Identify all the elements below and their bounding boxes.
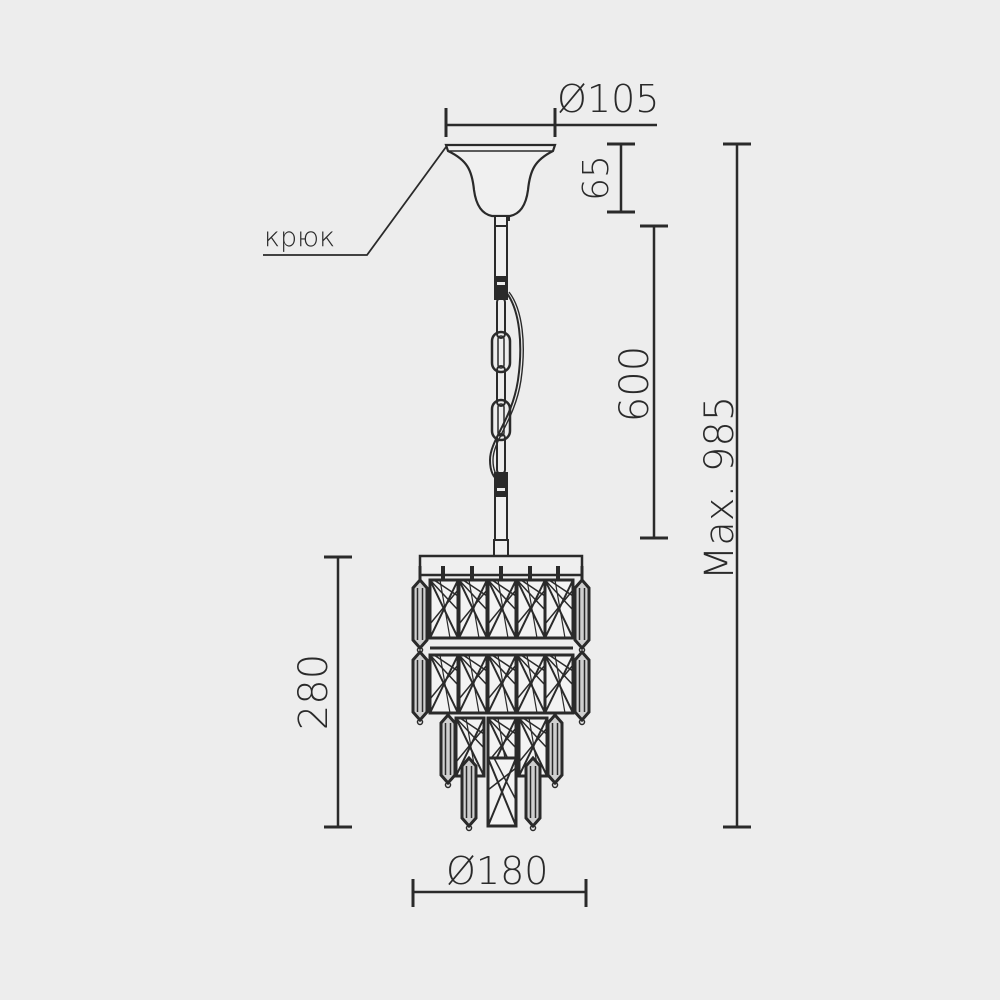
canopy-height-label: 65 [576,155,617,201]
chain-length-dimension [640,224,668,540]
body-diameter-dimension [411,879,588,907]
chain-length-label: 600 [612,345,658,423]
crystal-tier-1 [411,578,591,654]
max-height-dimension [723,142,751,829]
suspension-chain [488,225,524,557]
body-height-dimension [324,555,352,829]
hook-leader-line [263,146,447,256]
max-height-label: Max. 985 [697,395,743,581]
hook-label: крюк [264,222,336,253]
canopy-height-dimension [607,142,635,214]
crystal-frame-plate [418,554,584,582]
crystal-tier-4 [460,756,542,832]
canopy-diameter-dimension [444,108,657,137]
body-height-label: 280 [291,653,337,731]
crystal-tier-2 [411,650,591,726]
canopy-diameter-label: Ø105 [557,77,660,121]
body-diameter-label: Ø180 [446,849,549,893]
ceiling-canopy [444,143,557,227]
